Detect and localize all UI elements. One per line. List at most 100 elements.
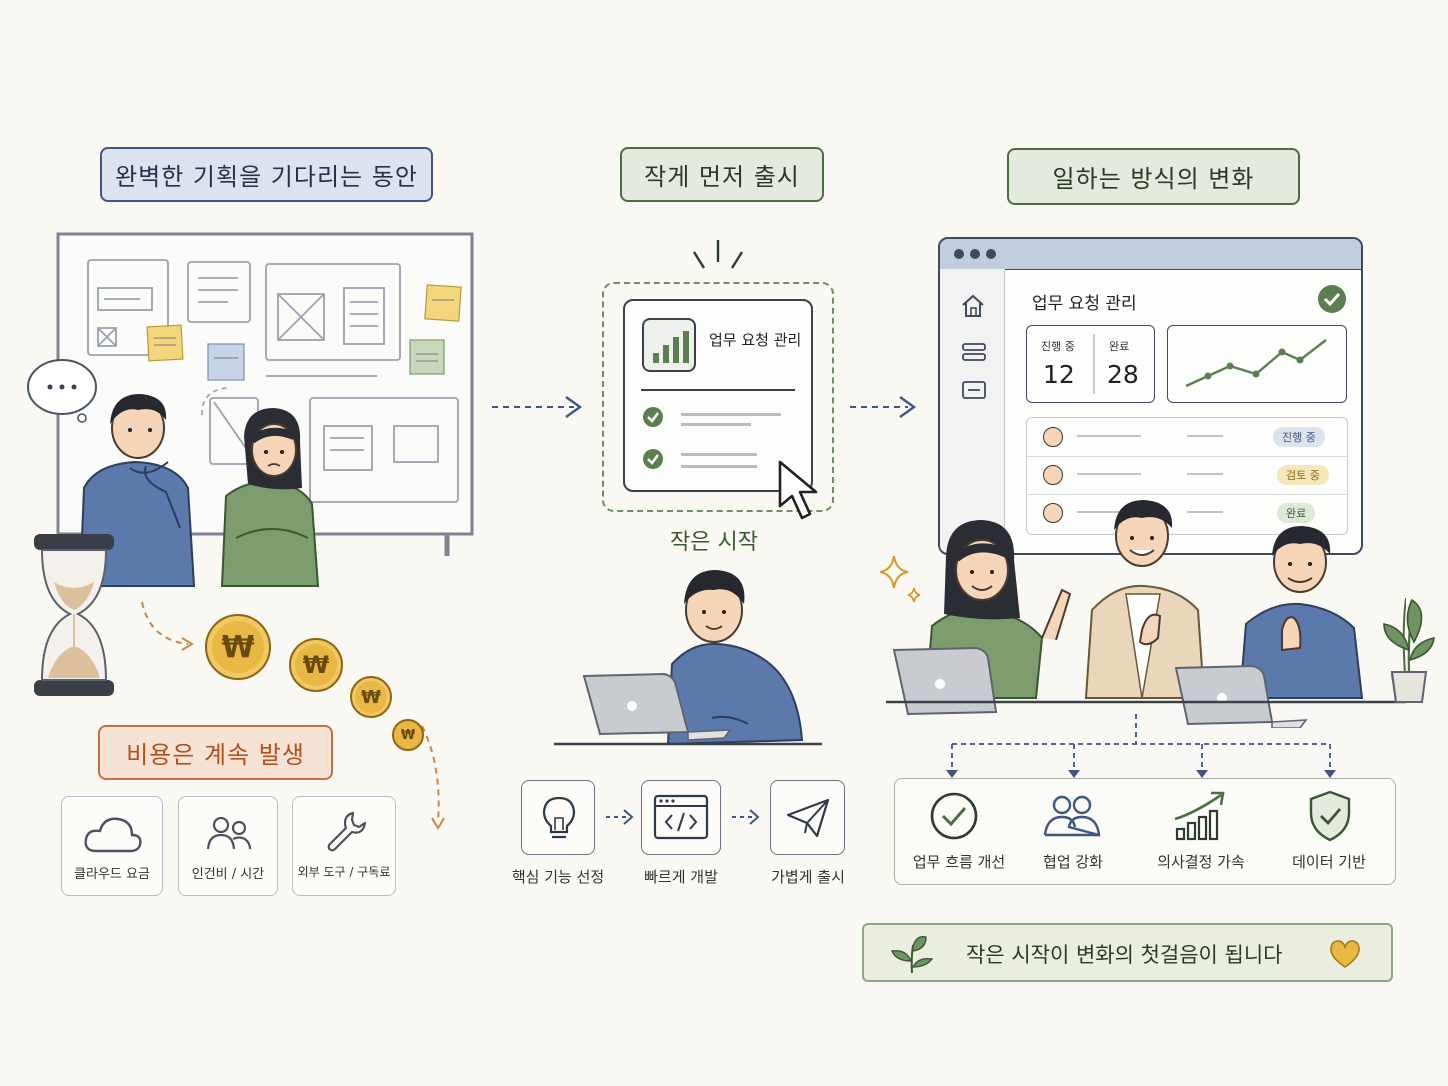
flow-arrow-2 — [850, 396, 917, 418]
benefit-label: 협업 강화 — [1043, 853, 1103, 871]
thinking-speech-bubble — [27, 359, 97, 423]
home-icon[interactable] — [960, 293, 986, 319]
paper-plane-icon — [786, 798, 830, 838]
middle-section-title: 작게 먼저 출시 — [620, 147, 824, 202]
stat-value-done: 28 — [1107, 360, 1139, 389]
wrench-icon — [327, 811, 367, 852]
row-line — [1187, 473, 1223, 475]
coin-icon-tiny: ₩ — [392, 719, 424, 751]
launch-spark-lines — [692, 240, 744, 269]
step-label-launch: 가볍게 출시 — [771, 868, 845, 886]
check-circle-icon — [643, 407, 663, 427]
benefits-card: 업무 흐름 개선 협업 강화 의사결정 가속 데이터 기반 — [894, 778, 1396, 885]
cost-card-label: 외부 도구 / 구독료 — [297, 865, 391, 879]
mvp-app-title: 업무 요청 관리 — [709, 331, 802, 349]
coin-icon-large: ₩ — [205, 614, 271, 680]
task-line — [681, 423, 751, 426]
check-circle-icon — [930, 792, 978, 840]
window-dot — [986, 249, 996, 259]
worried-team-illustration — [78, 394, 320, 587]
list-icon[interactable] — [962, 343, 986, 361]
dashboard-window: 업무 요청 관리 진행 중 12 완료 28 진행 중 — [938, 237, 1363, 555]
row-line — [1187, 435, 1223, 437]
mvp-dashed-frame — [602, 282, 834, 512]
window-dot — [954, 249, 964, 259]
team-icon — [1043, 795, 1101, 837]
cloud-icon — [84, 817, 142, 853]
happy-team-illustration — [886, 500, 1406, 728]
people-icon — [206, 816, 252, 850]
row-line — [1077, 511, 1141, 513]
row-line — [1187, 511, 1223, 513]
sprout-icon — [891, 936, 934, 974]
middle-title-text: 작게 먼저 출시 — [644, 163, 800, 191]
table-row[interactable]: 완료 — [1027, 494, 1347, 532]
coin-symbol: ₩ — [302, 651, 330, 679]
trend-card — [1167, 325, 1347, 403]
dashboard-sidebar — [940, 269, 1005, 553]
benefit-label: 의사결정 가속 — [1157, 853, 1245, 871]
step-arrow-1 — [606, 809, 634, 825]
benefit-label: 데이터 기반 — [1292, 853, 1366, 871]
cost-card-cloud: 클라우드 요금 — [61, 796, 163, 896]
table-row[interactable]: 검토 중 — [1027, 456, 1347, 495]
window-title-bar — [940, 239, 1361, 270]
check-circle-icon — [643, 449, 663, 469]
cost-card-tools: 외부 도구 / 구독료 — [292, 796, 396, 896]
trend-line-icon — [1185, 339, 1327, 388]
left-section-title: 완벽한 기획을 기다리는 동안 — [100, 147, 433, 202]
small-start-label: 작은 시작 — [670, 530, 758, 555]
sparkle-icon — [879, 555, 921, 603]
cost-card-label: 클라우드 요금 — [74, 867, 150, 882]
coin-icon-medium: ₩ — [289, 638, 343, 692]
shield-check-icon — [1309, 790, 1351, 842]
step-label-develop: 빠르게 개발 — [644, 868, 718, 886]
avatar — [1043, 503, 1063, 523]
cursor-icon — [778, 460, 818, 520]
cost-title: 비용은 계속 발생 — [98, 725, 333, 780]
heart-icon — [1330, 940, 1360, 968]
task-line — [681, 465, 757, 468]
hourglass-icon — [34, 534, 114, 696]
coin-symbol: ₩ — [361, 686, 381, 708]
bar-chart-icon — [642, 318, 696, 372]
footer-message-banner: 작은 시작이 변화의 첫걸음이 됩니다 — [862, 923, 1393, 982]
avatar — [1043, 427, 1063, 447]
step-card-develop — [641, 780, 721, 855]
stat-label-done: 완료 — [1109, 340, 1130, 353]
cost-card-people: 인건비 / 시간 — [178, 796, 278, 896]
status-badge: 완료 — [1277, 503, 1316, 523]
step-arrow-2 — [732, 809, 760, 825]
task-line — [681, 413, 781, 416]
cost-title-text: 비용은 계속 발생 — [126, 741, 305, 769]
flow-arrow-1 — [492, 396, 583, 418]
avatar — [1043, 465, 1063, 485]
developer-illustration — [554, 570, 822, 746]
stat-value-in-progress: 12 — [1043, 360, 1075, 389]
mvp-divider — [641, 389, 795, 391]
coin-icon-small: ₩ — [350, 676, 392, 718]
code-icon — [653, 794, 709, 840]
status-badge: 진행 중 — [1273, 427, 1325, 447]
dashboard-title: 업무 요청 관리 — [1032, 294, 1137, 314]
step-label-select: 핵심 기능 선정 — [511, 868, 605, 886]
task-list-card: 진행 중 검토 중 완료 — [1026, 417, 1348, 535]
table-row[interactable]: 진행 중 — [1027, 418, 1347, 457]
lightbulb-icon — [542, 796, 576, 839]
task-line — [681, 453, 757, 456]
left-title-text: 완벽한 기획을 기다리는 동안 — [115, 163, 418, 191]
coin-symbol: ₩ — [221, 629, 255, 665]
row-line — [1077, 473, 1141, 475]
benefit-connector-lines — [946, 714, 1336, 778]
footer-message-text: 작은 시작이 변화의 첫걸음이 됩니다 — [966, 943, 1283, 967]
benefit-label: 업무 흐름 개선 — [912, 853, 1006, 871]
step-card-launch — [770, 780, 845, 855]
right-title-text: 일하는 방식의 변화 — [1052, 165, 1255, 193]
step-card-select — [521, 780, 595, 855]
check-circle-icon — [1318, 285, 1346, 313]
growth-chart-icon — [1174, 791, 1225, 841]
inbox-icon[interactable] — [962, 381, 986, 399]
row-line — [1077, 435, 1141, 437]
plant-icon — [1383, 598, 1435, 703]
